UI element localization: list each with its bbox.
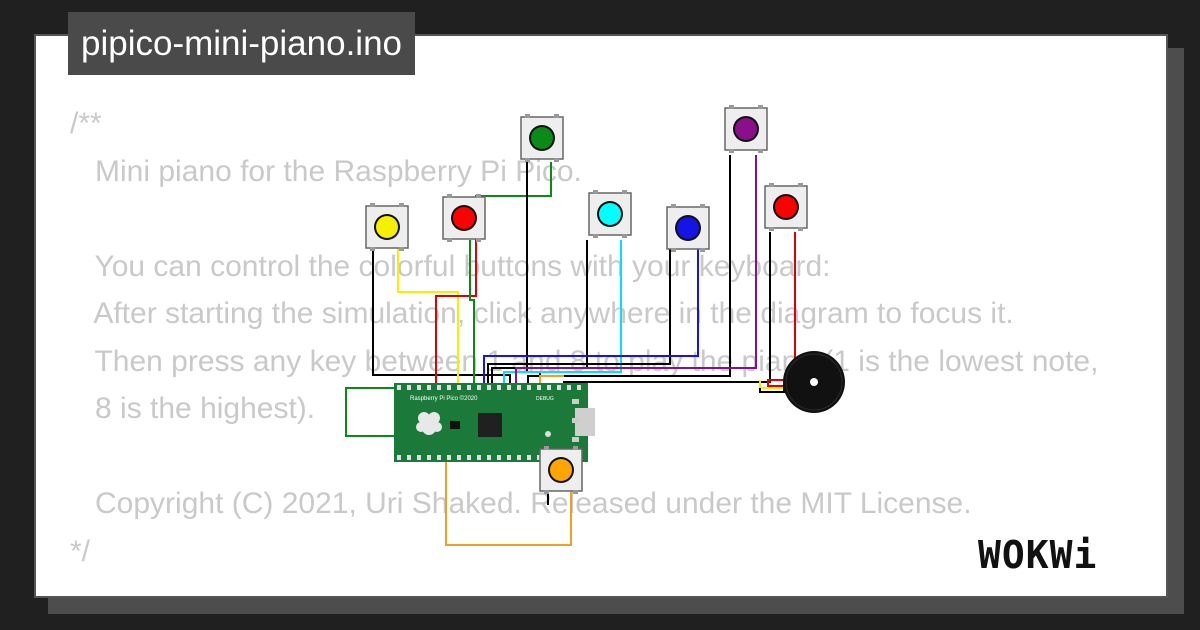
- button-cap: [453, 207, 475, 229]
- button-yellow[interactable]: [365, 203, 409, 251]
- wokwi-logo-text: WOKWi: [978, 533, 1097, 577]
- code-line: After starting the simulation, click any…: [70, 297, 1014, 330]
- usb-port: [575, 408, 595, 436]
- buzzer-hole: [810, 378, 818, 386]
- button-cap: [775, 196, 797, 218]
- button-cap: [677, 217, 699, 239]
- button-red[interactable]: [442, 194, 486, 242]
- rp2040-chip: [478, 413, 502, 437]
- button-cap: [599, 203, 621, 225]
- code-line: /**: [70, 107, 102, 140]
- code-line: You can control the colorful buttons wit…: [70, 249, 831, 283]
- button-cyan[interactable]: [588, 190, 632, 238]
- button-red-high[interactable]: [764, 183, 808, 231]
- pin-row-top: [397, 385, 581, 390]
- button-cap: [550, 459, 572, 481]
- button-cap: [735, 118, 757, 140]
- test-pad: [572, 418, 579, 423]
- project-filename: pipico-mini-piano.ino: [68, 12, 415, 75]
- flash-chip: [450, 421, 460, 429]
- board-label: Raspberry Pi Pico ©2020: [410, 395, 478, 402]
- button-cap: [531, 127, 553, 149]
- button-cap: [376, 216, 398, 238]
- preview-card: /** Mini piano for the Raspberry Pi Pico…: [34, 34, 1168, 598]
- button-green[interactable]: [520, 114, 564, 162]
- led-indicator: [545, 431, 551, 437]
- button-orange[interactable]: [539, 446, 583, 494]
- button-purple[interactable]: [724, 105, 768, 153]
- button-blue[interactable]: [666, 204, 710, 252]
- debug-label: DEBUG: [536, 396, 554, 402]
- code-line: Copyright (C) 2021, Uri Shaked. Released…: [70, 487, 972, 520]
- test-pad: [572, 399, 579, 404]
- wokwi-logo: WOKWi: [978, 533, 1097, 577]
- test-pad: [572, 437, 579, 442]
- code-line: */: [70, 534, 91, 568]
- buzzer[interactable]: [783, 351, 845, 413]
- raspberry-logo-icon: [416, 412, 442, 435]
- code-line: 8 is the highest).: [70, 392, 316, 425]
